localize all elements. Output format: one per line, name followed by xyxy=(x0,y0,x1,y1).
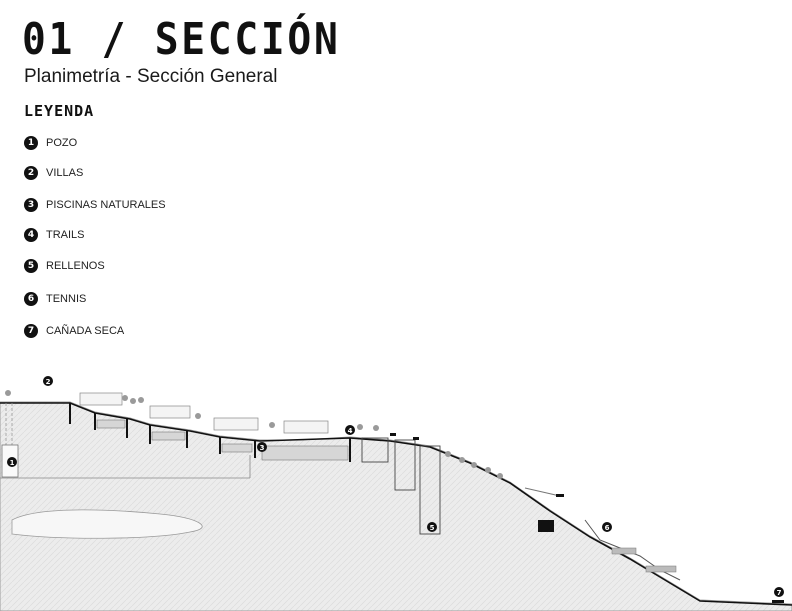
legend-marker-5: 5 xyxy=(24,259,38,273)
callout-1: 1 xyxy=(7,457,17,467)
callout-6: 6 xyxy=(602,522,612,532)
svg-text:5: 5 xyxy=(430,524,435,532)
terrace-profile-line xyxy=(0,402,792,606)
svg-text:2: 2 xyxy=(46,378,51,386)
legend-item-canada-seca: 7 CAÑADA SECA xyxy=(24,321,124,341)
callout-3: 3 xyxy=(257,442,267,452)
legend-marker-7: 7 xyxy=(24,324,38,338)
svg-text:6: 6 xyxy=(605,524,610,532)
legend-item-piscinas-naturales: 3 PISCINAS NATURALES xyxy=(24,195,166,215)
villa-buildings xyxy=(79,392,329,434)
svg-text:3: 3 xyxy=(260,444,265,452)
svg-text:1: 1 xyxy=(10,459,15,467)
legend-item-villas: 2 VILLAS xyxy=(24,163,83,183)
legend-item-trails: 4 TRAILS xyxy=(24,225,85,245)
legend-item-pozo: 1 POZO xyxy=(24,133,77,153)
legend-label-trails: TRAILS xyxy=(46,229,85,241)
callout-2: 2 xyxy=(43,376,53,386)
legend-marker-6: 6 xyxy=(24,292,38,306)
legend-label-rellenos: RELLENOS xyxy=(46,260,105,272)
lagoon-shape xyxy=(11,509,203,539)
legend-marker-3: 3 xyxy=(24,198,38,212)
legend-marker-2: 2 xyxy=(24,166,38,180)
trail-shafts xyxy=(361,437,441,535)
retaining-walls xyxy=(69,403,351,462)
callout-7: 7 xyxy=(774,587,784,597)
legend-label-villas: VILLAS xyxy=(46,167,84,179)
legend-label-pozo: POZO xyxy=(46,137,78,149)
svg-text:4: 4 xyxy=(348,427,353,435)
tree-icons xyxy=(5,390,503,479)
page-subtitle: Planimetría - Sección General xyxy=(24,66,278,87)
legend-label-tennis: TENNIS xyxy=(46,293,87,305)
legend-title: LEYENDA xyxy=(24,102,95,120)
legend-marker-4: 4 xyxy=(24,228,38,242)
legend-label-piscinas-naturales: PISCINAS NATURALES xyxy=(46,199,166,211)
callout-5: 5 xyxy=(427,522,437,532)
legend-item-rellenos: 5 RELLENOS xyxy=(24,256,105,276)
page-title: 01 / SECCIÓN xyxy=(22,14,341,65)
legend-label-canada-seca: CAÑADA SECA xyxy=(46,325,125,337)
natural-pools xyxy=(96,419,349,461)
legend-marker-1: 1 xyxy=(24,136,38,150)
tennis-structures xyxy=(524,487,681,581)
legend-item-tennis: 6 TENNIS xyxy=(24,289,86,309)
svg-text:7: 7 xyxy=(777,589,782,597)
callout-4: 4 xyxy=(345,425,355,435)
profile-markers xyxy=(390,433,784,603)
